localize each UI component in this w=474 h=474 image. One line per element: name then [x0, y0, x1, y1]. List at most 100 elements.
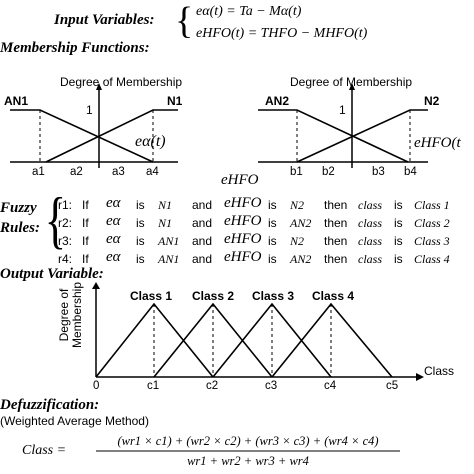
rule-v1: eα: [106, 195, 121, 211]
equation-1: eα(t) = Ta − Mα(t): [196, 4, 302, 19]
output-class4-triangle: [271, 302, 393, 378]
rule-then: then: [324, 216, 348, 230]
output-tick-c4: c4: [324, 380, 337, 392]
rule-is1: is: [136, 198, 145, 212]
rule-is1: is: [136, 252, 145, 266]
output-ylabel: Degree of Membership: [57, 280, 84, 350]
mf2-plot: [258, 83, 428, 168]
output-tick-c2: c2: [206, 380, 219, 392]
rule-is3: is: [394, 198, 403, 212]
mf1-an1-label: AN1: [4, 94, 29, 108]
rule-c1: N1: [158, 198, 173, 212]
rule-out: Class 1: [414, 198, 450, 212]
rule-if: If: [82, 234, 89, 248]
mf1-one-label: 1: [86, 103, 93, 117]
mf1-tick-a2: a2: [70, 166, 83, 178]
mf1-y-arrow: [96, 83, 102, 90]
rule-is2: is: [268, 198, 277, 212]
output-tick-c5: c5: [386, 380, 399, 392]
rule-c1: N1: [158, 216, 173, 230]
mf2-tick-b4: b4: [404, 166, 417, 178]
output-axis-label: Class: [424, 364, 455, 378]
rule-is2: is: [268, 234, 277, 248]
output-tick-c1: c1: [147, 380, 160, 392]
rule-c2: N2: [290, 234, 305, 248]
rule-then: then: [324, 234, 348, 248]
mf2-n2-curve: [296, 109, 428, 163]
rule-v1: eα: [106, 231, 121, 247]
rule-then: then: [324, 252, 348, 266]
rules-title-line2: Rules:: [0, 220, 41, 236]
rule-id: r2:: [58, 216, 73, 230]
rule-out: Class 2: [414, 216, 450, 230]
rule-is2: is: [268, 252, 277, 266]
rule-out: Class 3: [414, 234, 450, 248]
rule-c2: N2: [290, 198, 305, 212]
mf2-degree-label: Degree of Membership: [290, 75, 413, 89]
rule-is3: is: [394, 216, 403, 230]
output-ylabel-line2: Membership: [70, 281, 84, 349]
defuzz-title: Defuzzification:: [0, 397, 100, 413]
membership-functions-title: Membership Functions:: [0, 40, 150, 56]
mf2-below-var: eHFO: [221, 172, 259, 188]
mf1-an1-curve: [10, 109, 154, 163]
rule-v2: eHFO: [224, 249, 262, 265]
rule-if: If: [82, 252, 89, 266]
defuzz-subtitle: (Weighted Average Method): [0, 414, 149, 428]
output-y-arrow: [92, 282, 100, 289]
rule-class: class: [358, 216, 382, 230]
rule-class: class: [358, 234, 382, 248]
output-class1-label: Class 1: [130, 289, 173, 303]
output-class2-label: Class 2: [192, 289, 235, 303]
rule-class: class: [358, 252, 382, 266]
rule-v1: eα: [106, 213, 121, 229]
rule-is1: is: [136, 216, 145, 230]
mf2-tick-b3: b3: [372, 166, 385, 178]
rule-c2: AN2: [290, 216, 312, 230]
rule-if: If: [82, 198, 89, 212]
rule-v1: eα: [106, 249, 121, 265]
mf2-axis-var: eHFO(t: [414, 135, 461, 151]
rule-if: If: [82, 216, 89, 230]
mf2-an2-curve: [258, 109, 409, 163]
mf2-n2-label: N2: [424, 94, 440, 108]
rule-v2: eHFO: [224, 213, 262, 229]
rule-and: and: [192, 216, 213, 230]
mf1-plot: [10, 83, 178, 168]
rule-c2: AN2: [290, 252, 312, 266]
mf1-degree-label: Degree of Membership: [60, 75, 183, 89]
rule-is3: is: [394, 234, 403, 248]
rule-and: and: [192, 198, 213, 212]
rule-and: and: [192, 252, 213, 266]
brace: {: [175, 0, 194, 42]
output-plot: [92, 282, 424, 381]
mf1-axis-var: eα(t): [135, 133, 166, 150]
mf2-tick-b1: b1: [290, 166, 303, 178]
output-x-arrow: [416, 373, 424, 381]
rule-v2: eHFO: [224, 231, 262, 247]
defuzz-numerator: (wr1 × c1) + (wr2 × c2) + (wr3 × c3) + (…: [117, 434, 379, 448]
rule-v2: eHFO: [224, 195, 262, 211]
rule-then: then: [324, 198, 348, 212]
rule-id: r4:: [58, 252, 73, 266]
rules-title-line1: Fuzzy: [0, 200, 37, 216]
rule-is3: is: [394, 252, 403, 266]
rule-is2: is: [268, 216, 277, 230]
rule-c1: AN1: [158, 234, 180, 248]
rule-id: r3:: [58, 234, 73, 248]
rule-and: and: [192, 234, 213, 248]
rule-is1: is: [136, 234, 145, 248]
output-tick-c3: c3: [265, 380, 278, 392]
mf1-tick-a3: a3: [112, 166, 125, 178]
input-variables-title: Input Variables:: [54, 12, 155, 28]
mf2-tick-b2: b2: [322, 166, 335, 178]
output-class4-label: Class 4: [312, 289, 355, 303]
mf1-tick-a4: a4: [146, 166, 159, 178]
rule-out: Class 4: [414, 252, 450, 266]
defuzz-denominator: wr1 + wr2 + wr3 + wr4: [187, 454, 309, 468]
mf1-tick-a1: a1: [32, 166, 45, 178]
mf2-an2-label: AN2: [265, 94, 290, 108]
mf2-y-arrow: [349, 83, 355, 90]
defuzz-lhs: Class =: [22, 443, 67, 458]
